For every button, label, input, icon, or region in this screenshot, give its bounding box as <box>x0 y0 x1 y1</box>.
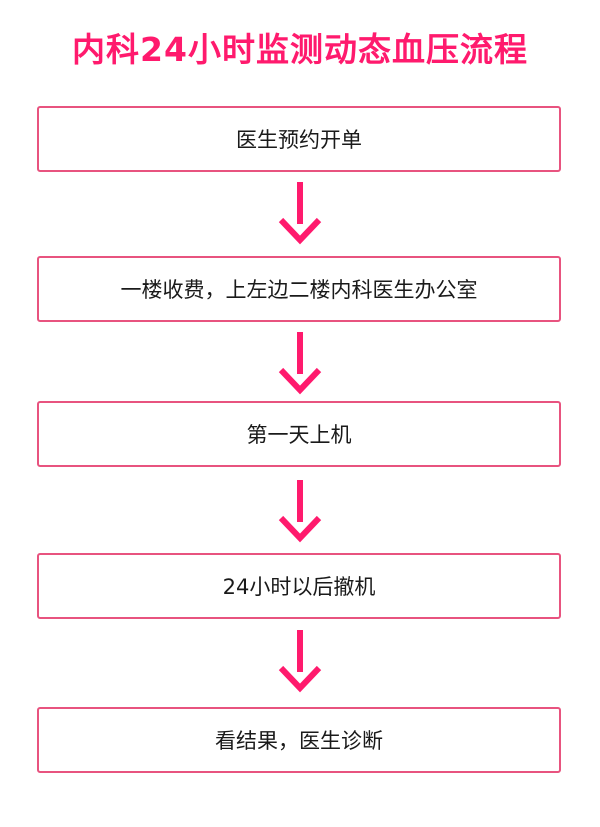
step-box-4: 24小时以后撤机 <box>37 553 561 619</box>
step-box-1: 医生预约开单 <box>37 106 561 172</box>
step-label: 24小时以后撤机 <box>222 575 376 599</box>
step-box-5: 看结果，医生诊断 <box>37 707 561 773</box>
down-arrow-icon <box>278 182 322 245</box>
step-label: 医生预约开单 <box>236 128 362 152</box>
step-label: 看结果，医生诊断 <box>215 729 383 753</box>
down-arrow-icon <box>278 480 322 543</box>
step-label: 一楼收费，上左边二楼内科医生办公室 <box>120 278 478 302</box>
step-box-2: 一楼收费，上左边二楼内科医生办公室 <box>37 256 561 322</box>
down-arrow-icon <box>278 630 322 693</box>
step-label: 第一天上机 <box>246 423 352 447</box>
down-arrow-icon <box>278 332 322 395</box>
page-title: 内科24小时监测动态血压流程 <box>72 30 528 69</box>
step-box-3: 第一天上机 <box>37 401 561 467</box>
